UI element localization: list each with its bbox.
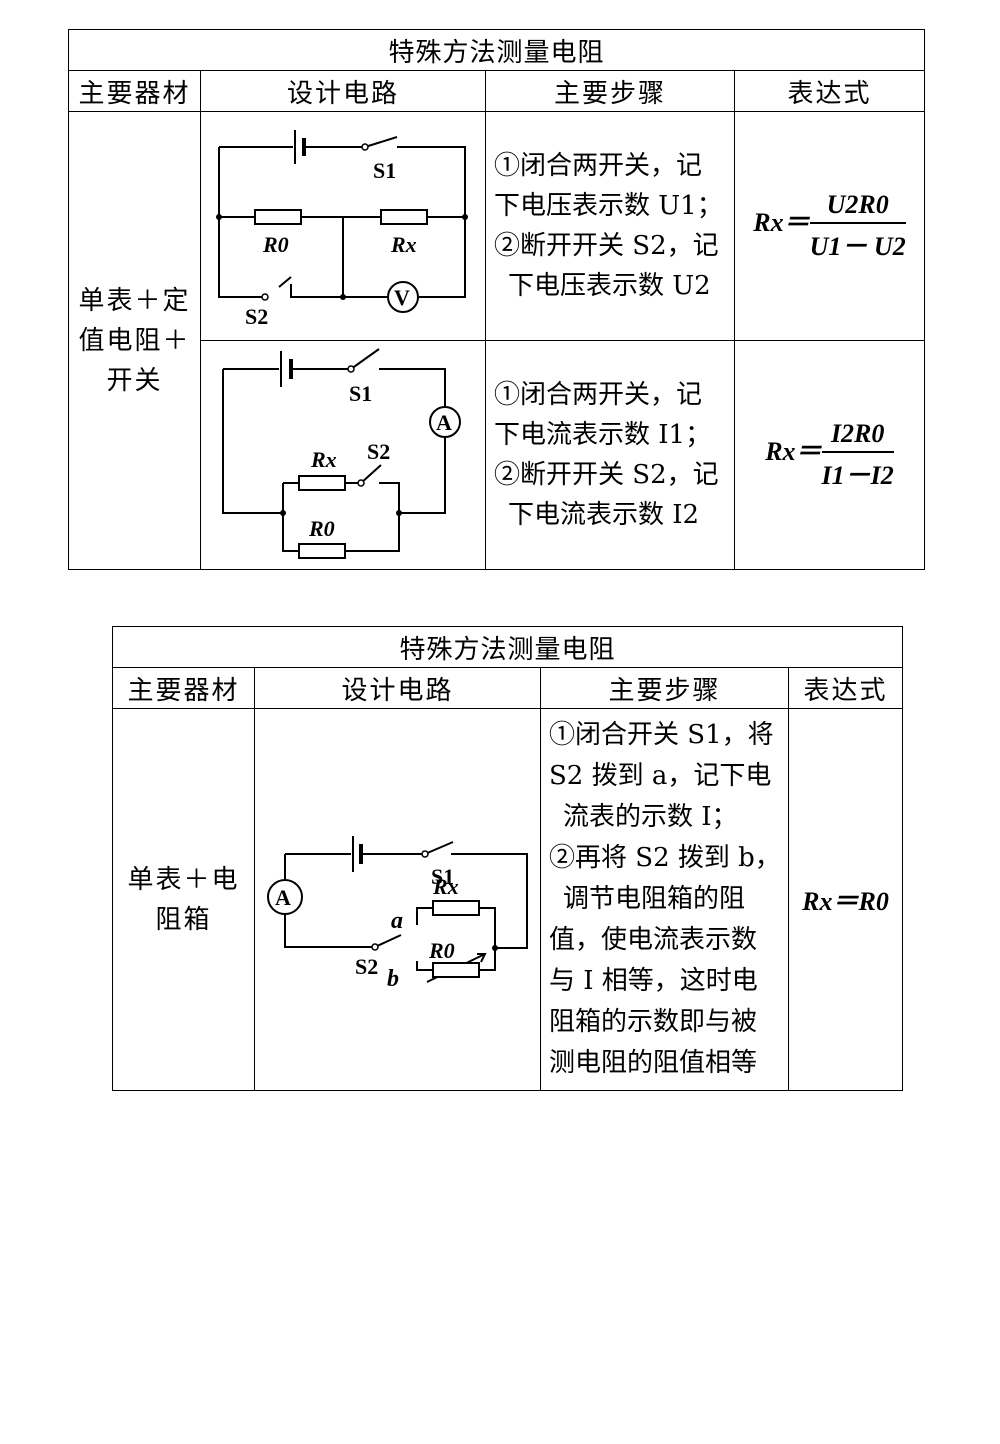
table-special-methods-2: 特殊方法测量电阻 主要器材 设计电路 主要步骤 表达式 单表＋电 阻箱 bbox=[111, 626, 904, 1091]
header-steps: 主要步骤 bbox=[540, 667, 789, 709]
material-line: 单表＋定 bbox=[78, 285, 191, 316]
header-steps: 主要步骤 bbox=[485, 70, 735, 112]
material-line: 阻箱 bbox=[155, 904, 212, 935]
step-line: 与 I 相等，这时电 bbox=[549, 966, 758, 996]
step-line: 下电压表示数 U2 bbox=[508, 271, 711, 301]
material-cell: 单表＋电 阻箱 bbox=[112, 708, 255, 1091]
expression: Rx＝R0 bbox=[802, 887, 889, 916]
label-b: b bbox=[387, 966, 399, 992]
step-line: 下电压表示数 U1； bbox=[494, 191, 723, 221]
material-line: 开关 bbox=[106, 365, 163, 396]
steps-cell-resistance-box: ①闭合开关 S1，将 S2 拨到 a，记下电 流表的示数 I； ②再将 S2 拨… bbox=[540, 708, 789, 1091]
step-line: 流表的示数 I； bbox=[563, 802, 738, 832]
voltmeter-circuit-diagram: S1 S2 R0 Rx V bbox=[216, 130, 468, 329]
header-material: 主要器材 bbox=[68, 70, 201, 112]
circuit-cell-resistance-box: S1 S2 Rx R0 a b A bbox=[254, 708, 541, 1091]
step-line: 值，使电流表示数 bbox=[549, 925, 758, 955]
table-title: 特殊方法测量电阻 bbox=[111, 626, 904, 668]
label-rx: Rx bbox=[432, 874, 459, 899]
ammeter-icon: A bbox=[275, 885, 291, 910]
step-line: ②断开开关 S2，记 bbox=[494, 460, 719, 490]
header-expression: 表达式 bbox=[733, 70, 926, 112]
label-r0: R0 bbox=[428, 938, 455, 963]
header-material: 主要器材 bbox=[112, 667, 255, 709]
expression-numerator: I2R0 bbox=[821, 419, 894, 453]
label-s1: S1 bbox=[373, 158, 396, 183]
material-line: 值电阻＋ bbox=[78, 325, 191, 356]
step-line: 下电流表示数 I2 bbox=[508, 500, 700, 530]
expression-denominator: U1－ U2 bbox=[809, 231, 906, 261]
expression-lhs: Rx＝ bbox=[753, 207, 810, 237]
header-circuit: 设计电路 bbox=[254, 667, 541, 709]
circuit-cell-voltmeter: S1 S2 R0 Rx V bbox=[200, 111, 486, 341]
material-cell: 单表＋定 值电阻＋ 开关 bbox=[68, 111, 201, 570]
step-line: ②再将 S2 拨到 b， bbox=[549, 843, 781, 873]
label-rx: Rx bbox=[390, 232, 417, 257]
label-r0: R0 bbox=[308, 516, 335, 541]
label-a: a bbox=[391, 908, 403, 934]
circuit-cell-ammeter: S1 S2 Rx R0 A bbox=[200, 340, 486, 570]
step-line: 测电阻的阻值相等 bbox=[549, 1048, 758, 1078]
label-s1: S1 bbox=[349, 381, 372, 406]
header-expression: 表达式 bbox=[787, 667, 904, 709]
ammeter-circuit-diagram: S1 S2 Rx R0 A bbox=[222, 348, 461, 559]
expression-denominator: I1－I2 bbox=[821, 460, 894, 490]
expression-lhs: Rx＝ bbox=[765, 436, 822, 466]
label-s2: S2 bbox=[245, 304, 268, 329]
resistance-box-circuit-diagram: S1 S2 Rx R0 a b A bbox=[267, 835, 528, 992]
step-line: ①闭合开关 S1，将 bbox=[549, 720, 774, 750]
step-line: ①闭合两开关，记 bbox=[494, 380, 703, 410]
voltmeter-icon: V bbox=[394, 285, 410, 310]
steps-cell-voltmeter: ①闭合两开关，记 下电压表示数 U1； ②断开开关 S2，记 下电压表示数 U2 bbox=[485, 111, 735, 341]
expression-cell-resistance-box: Rx＝R0 bbox=[787, 708, 904, 1091]
step-line: 下电流表示数 I1； bbox=[494, 420, 712, 450]
step-line: 阻箱的示数即与被 bbox=[549, 1007, 758, 1037]
ammeter-icon: A bbox=[436, 410, 452, 435]
table-title: 特殊方法测量电阻 bbox=[67, 29, 926, 71]
step-line: S2 拨到 a，记下电 bbox=[549, 761, 772, 791]
label-s2: S2 bbox=[367, 439, 390, 464]
header-circuit: 设计电路 bbox=[200, 70, 486, 112]
steps-cell-ammeter: ①闭合两开关，记 下电流表示数 I1； ②断开开关 S2，记 下电流表示数 I2 bbox=[485, 340, 735, 570]
label-rx: Rx bbox=[310, 447, 337, 472]
material-line: 单表＋电 bbox=[127, 864, 240, 895]
label-s2: S2 bbox=[355, 954, 378, 979]
step-line: ②断开开关 S2，记 bbox=[494, 231, 719, 261]
step-line: ①闭合两开关，记 bbox=[494, 151, 703, 181]
label-s1: S1 bbox=[431, 864, 454, 889]
label-r0: R0 bbox=[262, 232, 289, 257]
table-special-methods-1: 特殊方法测量电阻 主要器材 设计电路 主要步骤 表达式 单表＋定 值电阻＋ 开关 bbox=[67, 29, 926, 570]
step-line: 调节电阻箱的阻 bbox=[563, 884, 746, 914]
expression-numerator: U2R0 bbox=[809, 190, 906, 224]
